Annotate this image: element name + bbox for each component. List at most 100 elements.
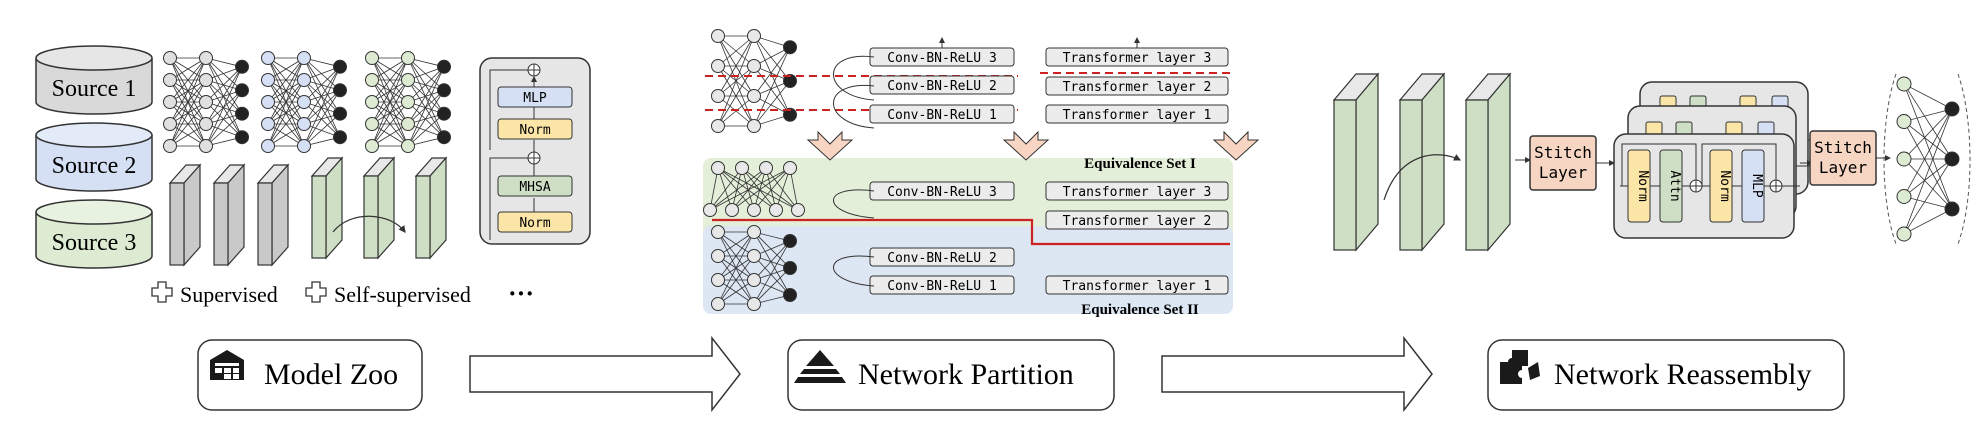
source-2-cylinder: Source 2: [35, 122, 153, 192]
net-node: [747, 225, 761, 239]
net-node: [333, 83, 347, 98]
stitch-right-line1: Stitch: [1814, 138, 1872, 157]
transformer-top-2: Transformer layer 2: [1063, 80, 1212, 95]
net-node: [163, 73, 177, 87]
cnn-slabs-gray: [168, 163, 290, 267]
slab-side: [1421, 72, 1445, 252]
model-zoo-section: Source 1 Source 2 Source 3 MLP: [35, 45, 591, 308]
net-node: [711, 119, 725, 133]
net-node: [759, 161, 773, 175]
net-node: [1896, 226, 1912, 242]
block-norm-top-label: Norm: [519, 123, 550, 138]
stitch-left-line2: Layer: [1539, 163, 1588, 182]
net-node: [163, 117, 177, 131]
source-2-label: Source 2: [52, 153, 137, 179]
net-node: [783, 40, 797, 55]
transformer-stack-top: Transformer layer 3 Transformer layer 2 …: [1045, 37, 1229, 124]
net-node: [261, 51, 275, 65]
source-1-label: Source 1: [52, 76, 137, 102]
equivalence-set-2-title: Equivalence Set II: [1081, 302, 1199, 318]
stage-model-zoo: Model Zoo: [197, 339, 423, 411]
conv-top-3: Conv-BN-ReLU 3: [887, 51, 997, 66]
network-partition-section: Conv-BN-ReLU 3 Conv-BN-ReLU 2 Conv-BN-Re…: [703, 29, 1260, 318]
reassembly-norm1: Norm: [1635, 170, 1650, 201]
net-node: [235, 106, 249, 121]
net-node: [297, 51, 311, 65]
net-node: [783, 107, 797, 122]
net-node: [747, 89, 761, 103]
net-node: [235, 130, 249, 145]
conv-top-2: Conv-BN-ReLU 2: [887, 79, 997, 94]
slab-front: [415, 175, 431, 259]
reassembly-output-nodes: [1896, 76, 1960, 242]
net-node: [261, 117, 275, 131]
net-node: [437, 83, 451, 98]
legend-supervised: Supervised: [180, 282, 278, 307]
net-node: [747, 273, 761, 287]
net-node: [711, 225, 725, 239]
slab-side: [325, 156, 343, 260]
set1-conv: Conv-BN-ReLU 3: [887, 185, 997, 200]
stage-model-zoo-label: Model Zoo: [264, 358, 398, 391]
net-node: [401, 51, 415, 65]
reassembly-output-net: [1883, 73, 1971, 245]
block-norm-bottom-label: Norm: [519, 216, 550, 231]
stage-network-partition-label: Network Partition: [858, 358, 1074, 391]
arrow-right-icon: [469, 335, 741, 413]
stage-network-partition: Network Partition: [787, 339, 1115, 411]
slab-front: [311, 175, 327, 259]
slab-front: [169, 182, 185, 266]
slab-side: [1355, 72, 1379, 252]
net-node: [235, 83, 249, 98]
net-node: [783, 234, 797, 248]
net-node: [437, 59, 451, 74]
set2-transformer-1: Transformer layer 1: [1063, 279, 1212, 294]
set2-conv-1: Conv-BN-ReLU 1: [887, 279, 997, 294]
net-node: [703, 203, 717, 217]
net-node: [437, 130, 451, 145]
net-node: [769, 203, 783, 217]
legend-self-supervised: Self-supervised: [334, 282, 471, 307]
net-node: [297, 117, 311, 131]
net-node: [365, 139, 379, 153]
set-boundary-line: [712, 218, 1230, 246]
slab-side: [377, 156, 395, 260]
source-3-label: Source 3: [52, 230, 137, 256]
net-node: [783, 261, 797, 275]
slab-front: [1333, 99, 1357, 251]
partition-net-set2: [711, 225, 797, 311]
net-node: [1944, 151, 1960, 167]
net-node: [1896, 114, 1912, 129]
slab-front: [213, 182, 229, 266]
net-node: [297, 139, 311, 153]
net-node: [747, 59, 761, 73]
slab-side: [183, 163, 201, 267]
stage-network-reassembly: Network Reassembly: [1487, 339, 1845, 411]
transformer-top-1: Transformer layer 1: [1063, 108, 1212, 123]
slab-front: [1465, 99, 1489, 251]
net-node: [711, 29, 725, 43]
net-node: [297, 95, 311, 109]
slab-front: [1399, 99, 1423, 251]
network-reassembly-section: Stitch Layer Norm Attn Norm: [1332, 72, 1971, 252]
set2-conv-2: Conv-BN-ReLU 2: [887, 251, 997, 266]
stitch-right-line2: Layer: [1819, 158, 1868, 177]
net-node: [747, 29, 761, 43]
puzzle-icon: [1500, 350, 1540, 384]
net-node: [747, 203, 761, 217]
slab-front: [257, 182, 273, 266]
net-node: [365, 51, 379, 65]
net-node: [747, 297, 761, 311]
net-node: [437, 106, 451, 121]
net-node: [711, 89, 725, 103]
net-node: [333, 59, 347, 74]
slab-side: [271, 163, 289, 267]
equivalence-set-1: Equivalence Set I Conv-BN-ReLU 3 Transfo…: [833, 156, 1229, 230]
arrow-right-icon: [1161, 335, 1433, 413]
warehouse-icon: [210, 350, 244, 380]
net-node: [163, 51, 177, 65]
net-node: [401, 117, 415, 131]
net-node: [725, 203, 739, 217]
slab-side: [227, 163, 245, 267]
net-node: [261, 139, 275, 153]
